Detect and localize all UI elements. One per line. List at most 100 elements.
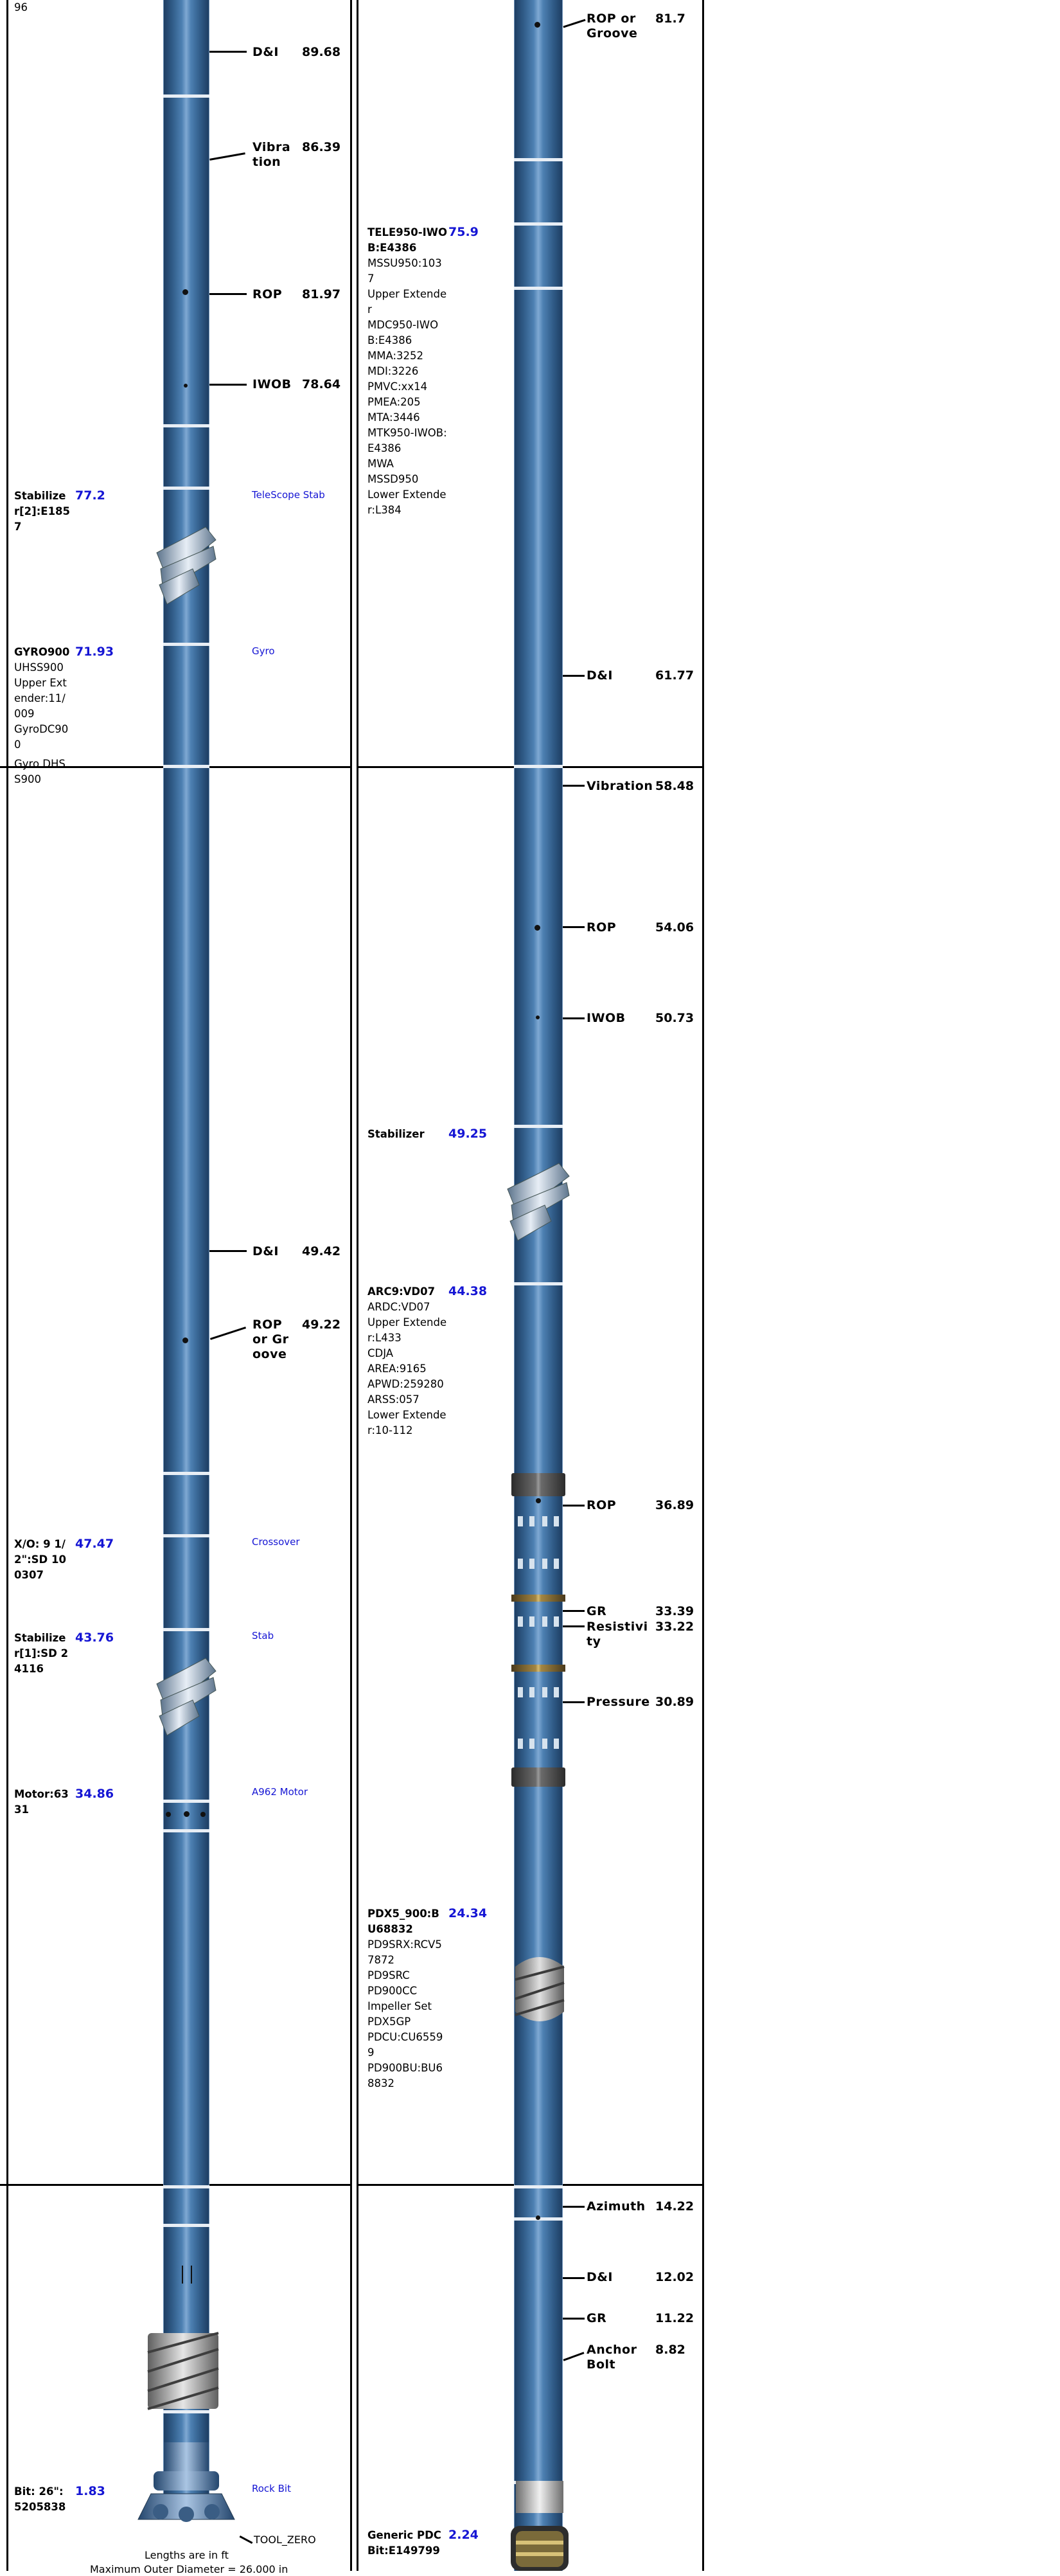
tool-joint [514, 287, 563, 290]
tool-joint [163, 1628, 209, 1631]
stabilizer-blade-icon [156, 526, 216, 605]
sensor-label: D&I [252, 45, 279, 59]
sensor-value: 33.39 [655, 1604, 694, 1618]
max-od-note: Maximum Outer Diameter = 26.000 in [90, 2563, 288, 2575]
sensor-label: D&I [587, 668, 613, 683]
sensor-label: ROP [587, 920, 617, 935]
mud-motor-power-section-icon [147, 2332, 219, 2410]
component-length: 71.93 [75, 645, 114, 659]
collar-pipe [163, 0, 209, 2507]
sensor-pointer [209, 51, 247, 53]
component-length: 77.2 [75, 488, 105, 503]
column-border-mid-right [357, 0, 358, 2571]
column-border-mid-left [350, 0, 352, 2571]
tool-joint [163, 1534, 209, 1537]
column-border-right [702, 0, 704, 2571]
tool-joint [514, 158, 563, 161]
component-length: 44.38 [448, 1284, 488, 1298]
sensor-pointer [563, 1017, 585, 1019]
component-length: 43.76 [75, 1631, 114, 1645]
sensor-label: D&I [587, 2270, 613, 2284]
tool-joint [163, 1829, 209, 1832]
motor-port [166, 1812, 171, 1817]
sensor-pointer [563, 19, 586, 28]
sensor-pointer [563, 1701, 585, 1703]
component-label: Bit: 26":5205838 [14, 2485, 66, 2513]
lengths-note: Lengths are in ft [145, 2549, 229, 2561]
motor-port [200, 1812, 206, 1817]
arc-collar-band [511, 1473, 565, 1496]
stabilizer-blade-icon [156, 1658, 216, 1736]
tool-zero-pointer [239, 2536, 253, 2544]
sensor-label: GR [587, 2311, 607, 2325]
tool-zero-label: TOOL_ZERO [254, 2534, 316, 2546]
sensor-value: 86.39 [302, 140, 341, 154]
top-fragment-text: 96 [14, 1, 28, 13]
motor-port [184, 1811, 190, 1817]
component-link-stab[interactable]: Stab [252, 1630, 274, 1641]
sensor-pointer [209, 152, 245, 161]
component-link-rock-bit[interactable]: Rock Bit [252, 2483, 291, 2494]
component-label: TELE950-IWOB:E4386 MSSU950:1037 Upper Ex… [367, 226, 447, 516]
component-length: 2.24 [448, 2528, 479, 2542]
sensor-pointer [563, 2318, 585, 2320]
sensor-label: ROP [587, 1498, 617, 1512]
tool-joint [163, 424, 209, 427]
sensor-label: Vibration [587, 779, 653, 793]
stabilizer-blade-icon [507, 1163, 570, 1241]
component-label: Motor:6331 [14, 1788, 69, 1816]
sensor-pointer [209, 1250, 247, 1252]
component-length: 49.25 [448, 1127, 488, 1141]
component-length: 34.86 [75, 1787, 114, 1801]
component-length: 47.47 [75, 1537, 114, 1551]
tool-joint [163, 643, 209, 646]
tool-joint [514, 2185, 563, 2188]
component-link-a962-motor[interactable]: A962 Motor [252, 1786, 308, 1798]
sensor-pointer [563, 2277, 585, 2279]
sensor-label: Azimuth [587, 2199, 646, 2214]
rop-sensor-dot [182, 1337, 188, 1343]
component-link-telescope-stab[interactable]: TeleScope Stab [252, 489, 325, 501]
sensor-value: 58.48 [655, 779, 694, 793]
sensor-value: 8.82 [655, 2343, 685, 2357]
sensor-label: ROP or Groove [252, 1318, 289, 1361]
sensor-pointer [563, 2206, 585, 2208]
arc-collar-band [511, 1767, 565, 1787]
iwob-sensor-dot [184, 384, 188, 388]
component-link-gyro[interactable]: Gyro [252, 645, 275, 657]
sensor-label: ROP or Groove [587, 12, 638, 40]
gr-detector-band [511, 1595, 565, 1602]
sensor-pointer [563, 785, 585, 787]
rop-sensor-dot [182, 289, 188, 295]
sensor-value: 49.22 [302, 1318, 341, 1332]
sensor-value: 78.64 [302, 377, 341, 391]
component-label: PDX5_900:BU68832 PD9SRX:RCV57872 PD9SRC … [367, 1908, 443, 2089]
sensor-pointer [563, 926, 585, 928]
collar-pipe [514, 0, 563, 2571]
component-length: 75.9 [448, 225, 479, 239]
component-label: Generic PDC Bit:E149799 [367, 2529, 441, 2557]
iwob-sensor-dot [536, 1015, 540, 1019]
tool-joint [514, 1282, 563, 1285]
sensor-label: Anchor Bolt [587, 2343, 637, 2372]
sensor-value: 14.22 [655, 2199, 694, 2214]
tool-joint [163, 2410, 209, 2413]
arc-antenna-pattern [518, 1498, 559, 1749]
tool-joint [163, 765, 209, 768]
component-label: Stabilizer [367, 1128, 425, 1140]
component-label: Stabilizer[2]:E1857 [14, 490, 71, 533]
sensor-value: 54.06 [655, 920, 694, 935]
drill-bit-icon [137, 2442, 235, 2522]
column-border-left [6, 0, 8, 2571]
component-label: ARC9:VD07 ARDC:VD07 Upper Extender:L433 … [367, 1285, 447, 1436]
component-label: GYRO900 UHSS900 Upper Extender:11/009 Gy… [14, 646, 70, 785]
sensor-label: D&I [252, 1244, 279, 1258]
component-length: 1.83 [75, 2484, 105, 2498]
sensor-label: IWOB [252, 377, 292, 391]
component-link-crossover[interactable]: Crossover [252, 1536, 300, 1548]
azimuth-sensor-dot [536, 2215, 540, 2220]
tool-joint [514, 765, 563, 768]
sensor-value: 11.22 [655, 2311, 694, 2325]
sensor-label: Vibration [252, 140, 291, 169]
tool-joint [163, 1800, 209, 1803]
